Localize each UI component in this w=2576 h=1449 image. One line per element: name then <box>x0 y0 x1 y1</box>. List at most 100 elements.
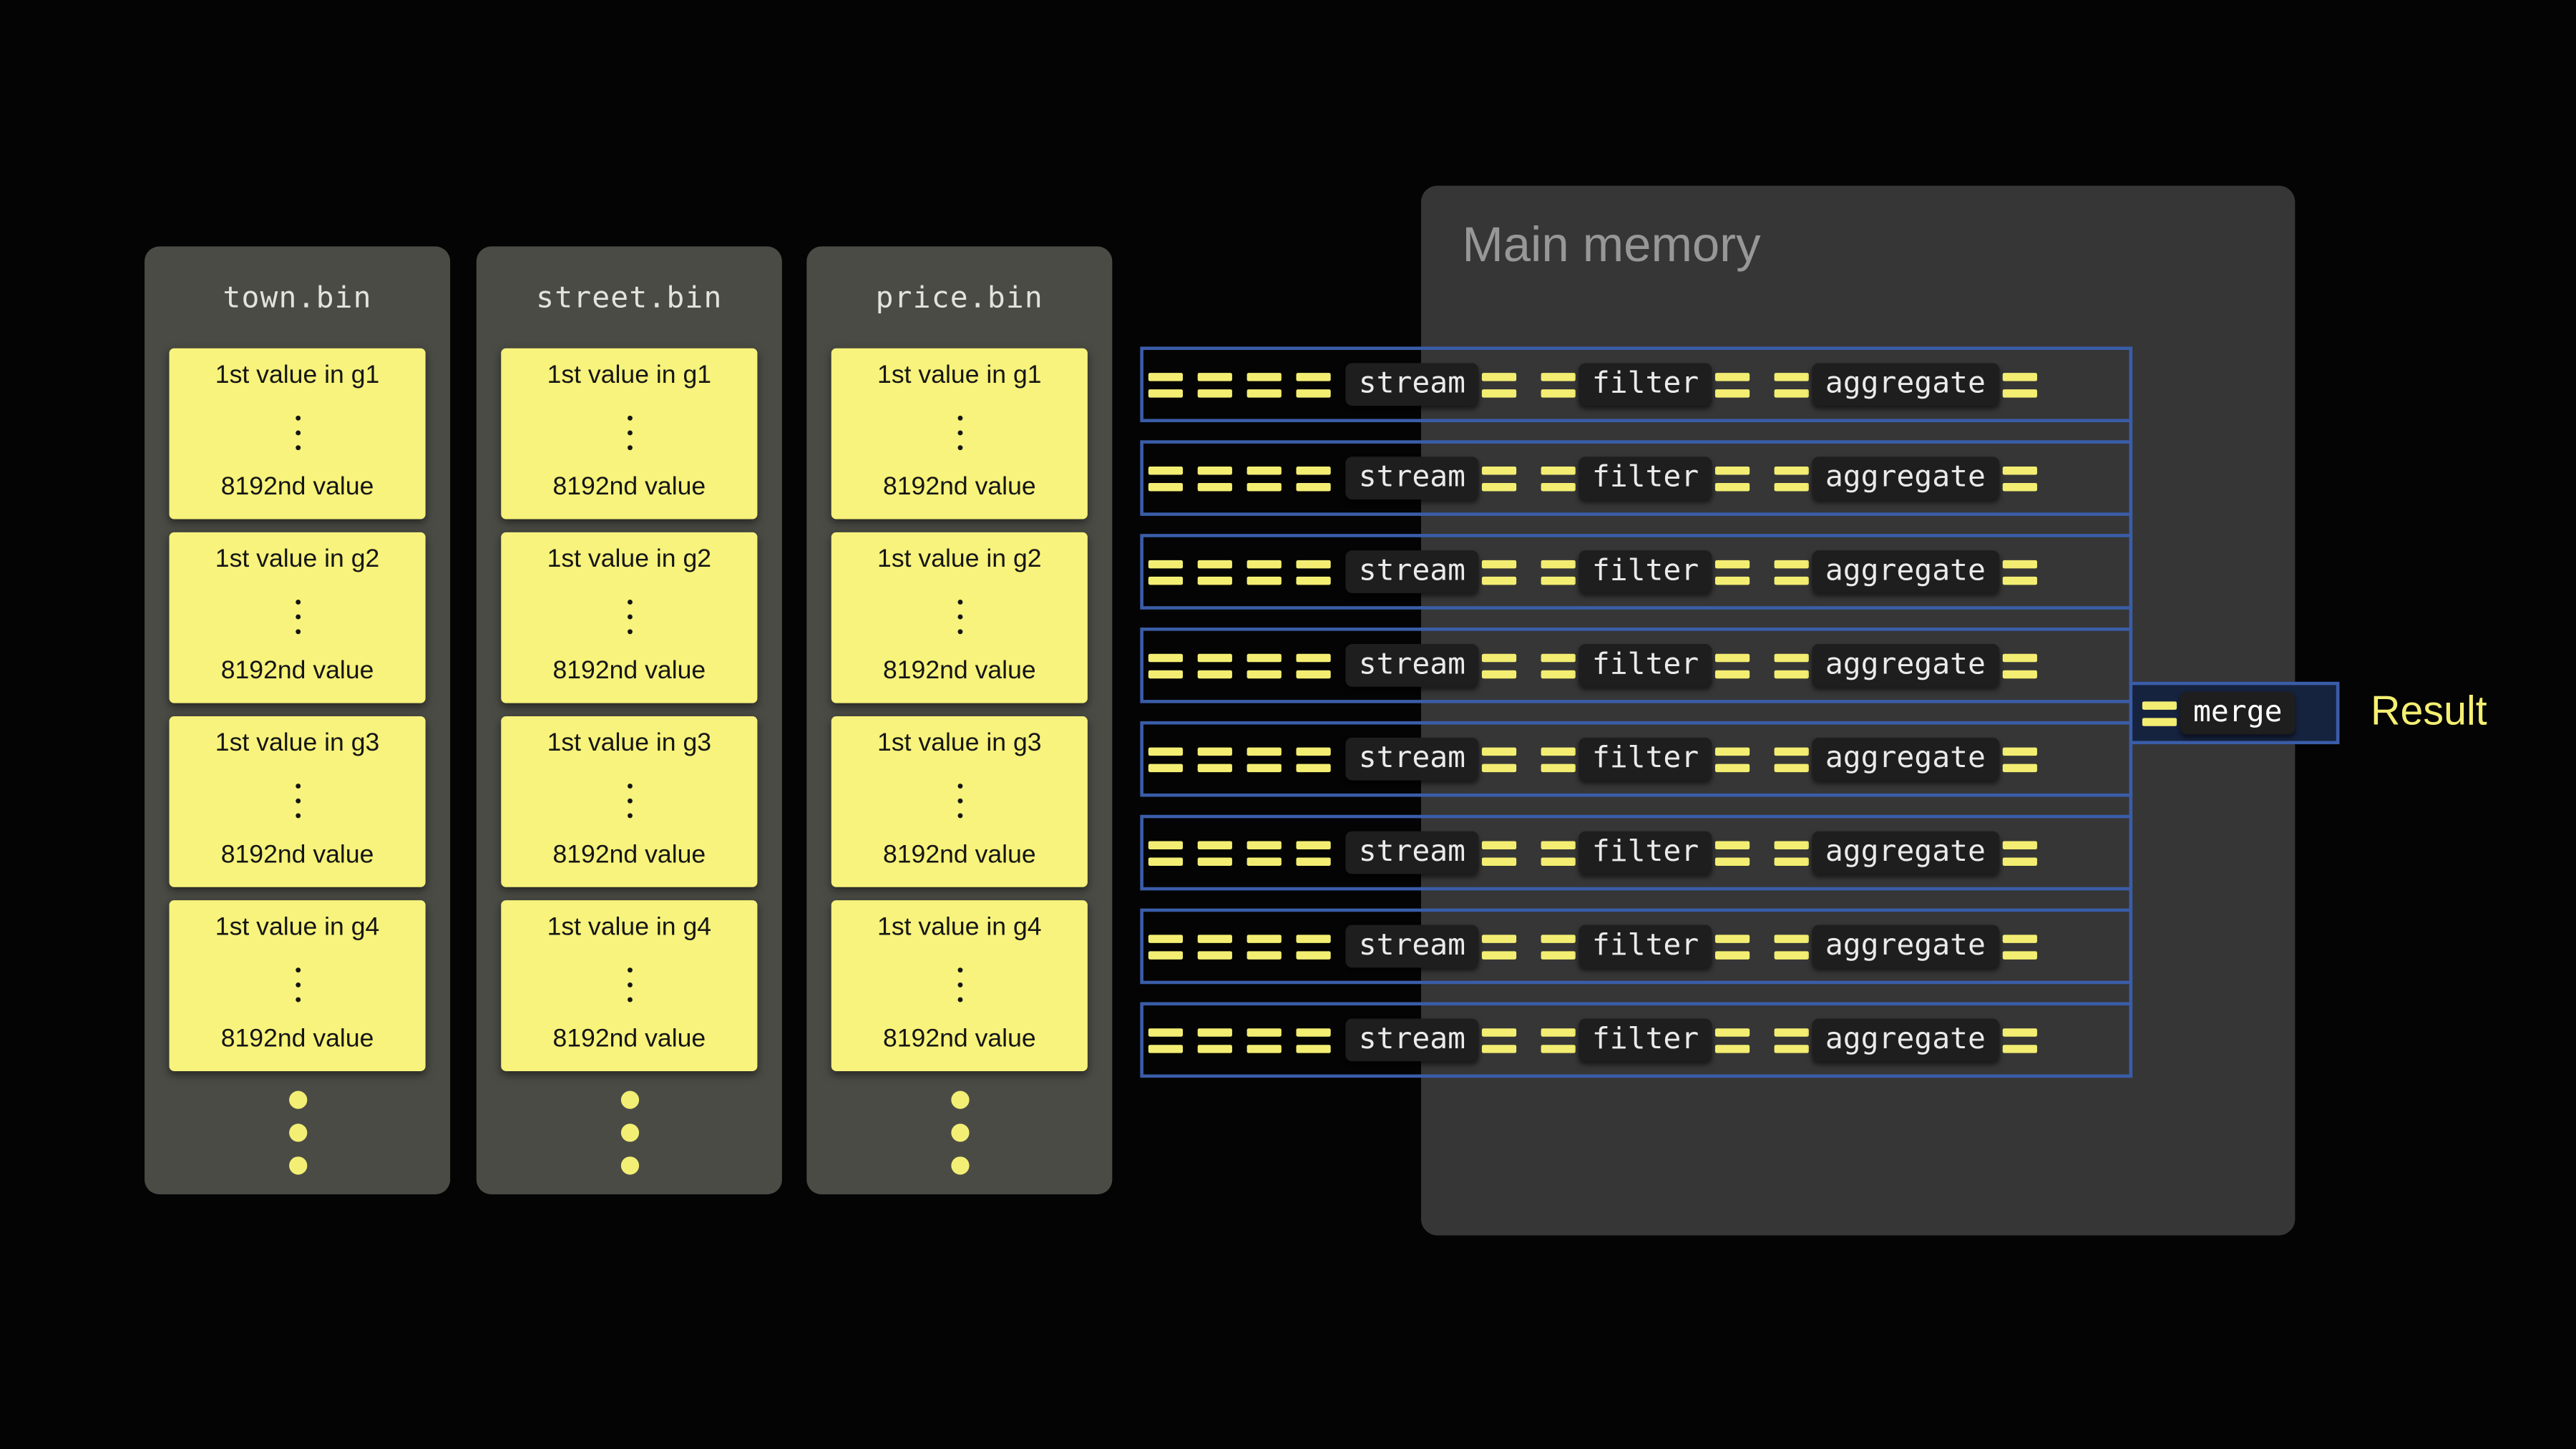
data-chunk-icon <box>1715 653 1750 678</box>
stream-chip: stream <box>1345 1018 1479 1062</box>
aggregate-chip: aggregate <box>1812 737 1999 781</box>
value-block-g3: 1st value in g3 8192nd value <box>169 716 426 887</box>
data-chunk-icon <box>1246 934 1282 959</box>
data-chunk-icon <box>2001 465 2037 491</box>
file-name-label: price.bin <box>875 280 1043 315</box>
data-chunk-icon <box>1296 934 1331 959</box>
filter-chip: filter <box>1579 363 1712 406</box>
data-chunk-icon <box>1481 559 1517 585</box>
block-last-line: 8192nd value <box>220 841 374 869</box>
pipeline-row: stream filter aggregate <box>1140 628 2133 703</box>
vertical-ellipsis-icon <box>626 598 632 634</box>
value-block-g2: 1st value in g2 8192nd value <box>831 532 1088 703</box>
vertical-ellipsis-icon <box>626 783 632 818</box>
aggregate-chip: aggregate <box>1812 363 1999 406</box>
stream-chip: stream <box>1345 737 1479 781</box>
data-chunk-icon <box>2001 746 2037 771</box>
data-chunk-icon <box>2001 559 2037 585</box>
aggregate-chip: aggregate <box>1812 643 1999 687</box>
block-first-line: 1st value in g4 <box>877 913 1042 942</box>
stream-chip: stream <box>1345 363 1479 406</box>
data-chunk-icon <box>1774 934 1809 959</box>
data-chunk-icon <box>1715 372 1750 397</box>
vertical-ellipsis-icon <box>957 414 962 449</box>
data-chunk-icon <box>1481 1028 1517 1053</box>
block-last-line: 8192nd value <box>552 841 706 869</box>
aggregate-chip: aggregate <box>1812 831 1999 874</box>
merge-chip: merge <box>2180 691 2296 735</box>
file-column-price: price.bin 1st value in g1 8192nd value 1… <box>806 246 1113 1195</box>
filter-chip: filter <box>1579 550 1712 593</box>
data-chunk-icon <box>1296 1028 1331 1053</box>
data-chunk-icon <box>1774 559 1809 585</box>
block-last-line: 8192nd value <box>552 473 706 502</box>
data-chunk-icon <box>2001 934 2037 959</box>
file-column-street: street.bin 1st value in g1 8192nd value … <box>476 246 782 1195</box>
data-chunk-icon <box>1481 840 1517 865</box>
stream-chip: stream <box>1345 550 1479 593</box>
vertical-ellipsis-icon <box>957 783 962 818</box>
value-block-g2: 1st value in g2 8192nd value <box>169 532 426 703</box>
data-chunk-icon <box>1197 746 1232 771</box>
block-first-line: 1st value in g2 <box>877 545 1042 574</box>
data-chunk-icon <box>1197 1028 1232 1053</box>
pipeline-row: stream filter aggregate <box>1140 346 2133 423</box>
data-chunk-icon <box>1774 746 1809 771</box>
block-first-line: 1st value in g3 <box>215 729 380 758</box>
stream-chip: stream <box>1345 924 1479 968</box>
data-chunk-icon <box>1715 746 1750 771</box>
vertical-ellipsis-icon <box>957 967 962 1002</box>
data-chunk-icon <box>1715 934 1750 959</box>
data-chunk-icon <box>1481 746 1517 771</box>
vertical-ellipsis-icon <box>626 414 632 449</box>
pipeline-row: stream filter aggregate <box>1140 721 2133 797</box>
block-first-line: 1st value in g2 <box>547 545 712 574</box>
value-block-g4: 1st value in g4 8192nd value <box>501 900 758 1071</box>
data-chunk-icon <box>1541 934 1576 959</box>
block-first-line: 1st value in g4 <box>215 913 380 942</box>
column-ellipsis-icon <box>501 1091 757 1175</box>
data-chunk-icon <box>1148 840 1184 865</box>
data-chunk-icon <box>1246 372 1282 397</box>
data-chunk-icon <box>1541 1028 1576 1053</box>
block-last-line: 8192nd value <box>552 657 706 686</box>
data-chunk-icon <box>1296 559 1331 585</box>
block-first-line: 1st value in g4 <box>547 913 712 942</box>
data-chunk-icon <box>1481 372 1517 397</box>
pipeline-row: stream filter aggregate <box>1140 908 2133 985</box>
value-block-g4: 1st value in g4 8192nd value <box>169 900 426 1071</box>
data-chunk-icon <box>1296 372 1331 397</box>
block-last-line: 8192nd value <box>882 657 1036 686</box>
block-first-line: 1st value in g3 <box>877 729 1042 758</box>
file-name-label: town.bin <box>223 280 372 315</box>
block-last-line: 8192nd value <box>220 473 374 502</box>
data-chunk-icon <box>1246 1028 1282 1053</box>
data-chunk-icon <box>1541 840 1576 865</box>
value-block-g1: 1st value in g1 8192nd value <box>169 348 426 519</box>
block-last-line: 8192nd value <box>220 1025 374 1053</box>
data-chunk-icon <box>1541 653 1576 678</box>
vertical-ellipsis-icon <box>295 598 301 634</box>
data-chunk-icon <box>1481 465 1517 491</box>
data-chunk-icon <box>1715 465 1750 491</box>
data-chunk-icon <box>1148 1028 1184 1053</box>
vertical-ellipsis-icon <box>295 967 301 1002</box>
data-chunk-icon <box>2001 653 2037 678</box>
main-memory-title: Main memory <box>1462 218 1761 273</box>
block-last-line: 8192nd value <box>220 657 374 686</box>
value-block-g2: 1st value in g2 8192nd value <box>501 532 758 703</box>
block-first-line: 1st value in g1 <box>877 361 1042 390</box>
stream-chip: stream <box>1345 831 1479 874</box>
vertical-ellipsis-icon <box>295 414 301 449</box>
block-last-line: 8192nd value <box>882 841 1036 869</box>
filter-chip: filter <box>1579 737 1712 781</box>
value-block-g1: 1st value in g1 8192nd value <box>831 348 1088 519</box>
pipeline-row: stream filter aggregate <box>1140 440 2133 516</box>
data-chunk-icon <box>1246 840 1282 865</box>
aggregate-chip: aggregate <box>1812 550 1999 593</box>
data-chunk-icon <box>1541 372 1576 397</box>
data-chunk-icon <box>1715 559 1750 585</box>
filter-chip: filter <box>1579 1018 1712 1062</box>
data-chunk-icon <box>1541 746 1576 771</box>
